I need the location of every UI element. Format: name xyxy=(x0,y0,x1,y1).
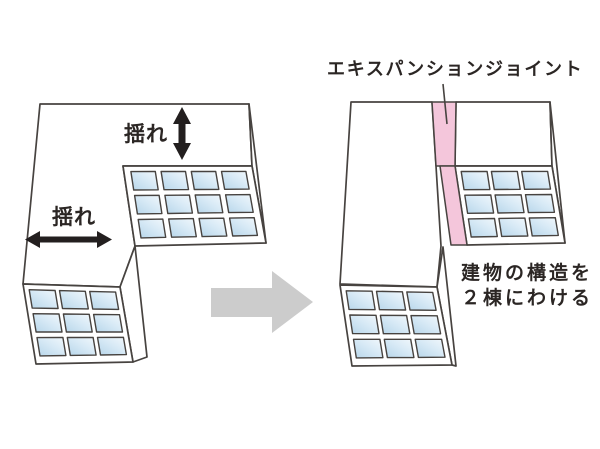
window xyxy=(96,336,128,356)
expansion-joint-leader-line xyxy=(442,83,448,125)
window xyxy=(494,194,525,214)
split-note: 建物の構造を ２棟にわける xyxy=(461,261,593,309)
window xyxy=(375,290,407,311)
split-note-line2: ２棟にわける xyxy=(461,286,593,309)
window xyxy=(410,314,442,335)
window xyxy=(228,216,259,237)
window xyxy=(58,289,90,310)
expansion-joint-roof-band xyxy=(431,101,457,167)
left-wing-windows xyxy=(130,170,259,239)
window xyxy=(164,194,194,215)
window xyxy=(66,336,97,357)
window xyxy=(345,290,376,311)
window xyxy=(160,170,190,191)
window xyxy=(130,170,159,191)
window xyxy=(498,217,529,238)
window xyxy=(133,194,163,215)
window xyxy=(220,170,250,191)
sway-vertical-arrow xyxy=(173,107,191,160)
window xyxy=(379,314,411,335)
window xyxy=(383,338,415,359)
right-wing-windows xyxy=(460,170,559,238)
right-building-tall-block-roof xyxy=(339,101,442,288)
expansion-joint-face-band xyxy=(439,165,468,246)
sway-horizontal-label: 揺れ xyxy=(52,205,96,229)
window xyxy=(352,338,384,359)
left-front-windows xyxy=(28,289,128,357)
expansion-joint-label: エキスパンションジョイント xyxy=(327,59,583,80)
window xyxy=(467,217,498,238)
right-building-wing-roof xyxy=(454,101,553,167)
window xyxy=(92,313,124,333)
right-front-windows xyxy=(345,290,446,359)
transform-arrow xyxy=(211,271,313,333)
window xyxy=(194,194,224,214)
window xyxy=(190,170,220,191)
window xyxy=(414,338,446,359)
window xyxy=(88,290,120,311)
window xyxy=(32,313,63,333)
split-note-line1: 建物の構造を xyxy=(461,261,593,284)
window xyxy=(198,217,228,238)
window xyxy=(137,218,167,239)
window xyxy=(406,291,437,311)
window xyxy=(490,170,521,191)
window xyxy=(464,194,495,215)
window xyxy=(524,193,556,214)
window xyxy=(460,170,491,191)
window xyxy=(224,193,254,214)
window xyxy=(528,216,559,237)
window xyxy=(62,313,93,333)
window xyxy=(167,217,198,238)
window xyxy=(521,170,552,191)
right-building xyxy=(339,101,566,367)
sway-horizontal-arrow xyxy=(25,231,112,248)
sway-vertical-label: 揺れ xyxy=(124,122,168,146)
window xyxy=(36,336,67,357)
window xyxy=(349,314,380,335)
window xyxy=(28,289,59,310)
